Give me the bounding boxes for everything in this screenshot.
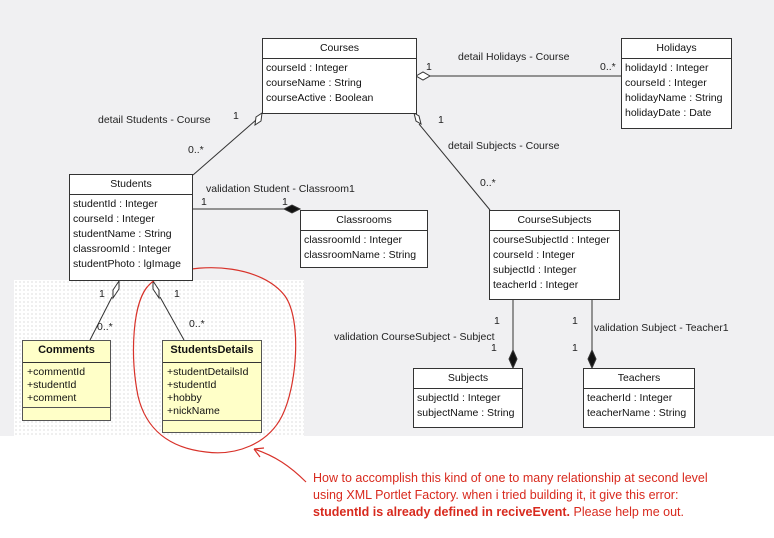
class-attribute: courseActive : Boolean xyxy=(266,92,374,104)
class-attribute: courseId : Integer xyxy=(493,249,575,261)
class-attribute: +hobby xyxy=(167,392,202,404)
class-teachers[interactable]: Teachers teacherId : Integer teacherName… xyxy=(583,368,695,428)
class-course-subjects[interactable]: CourseSubjects courseSubjectId : Integer… xyxy=(489,210,620,300)
class-students-details[interactable]: StudentsDetails +studentDetailsId +stude… xyxy=(162,340,262,433)
multiplicity-label: 1 xyxy=(438,114,444,126)
multiplicity-label: 1 xyxy=(282,196,288,208)
class-title: Comments xyxy=(23,341,110,363)
class-title: Subjects xyxy=(414,369,522,389)
class-attribute: +studentId xyxy=(27,379,77,391)
class-attribute: holidayName : String xyxy=(625,92,723,104)
composition-diamond-subject xyxy=(508,348,518,370)
class-attribute: teacherId : Integer xyxy=(587,392,673,404)
class-attribute: +studentDetailsId xyxy=(167,366,249,378)
red-arrow-line xyxy=(253,448,307,483)
class-attribute: subjectId : Integer xyxy=(417,392,501,404)
class-attribute: classroomName : String xyxy=(304,249,417,261)
note-line: using XML Portlet Factory. when i tried … xyxy=(313,488,679,502)
line-subjects-course xyxy=(418,123,491,211)
class-title: Classrooms xyxy=(301,211,427,231)
multiplicity-label: 1 xyxy=(491,342,497,354)
class-attribute: holidayDate : Date xyxy=(625,107,712,119)
error-message: studentId is already defined in reciveEv… xyxy=(313,505,571,519)
class-attribute: subjectName : String xyxy=(417,407,515,419)
multiplicity-label: 0..* xyxy=(189,318,205,330)
class-subjects[interactable]: Subjects subjectId : Integer subjectName… xyxy=(413,368,523,428)
note-line: studentId is already defined in reciveEv… xyxy=(313,504,708,521)
multiplicity-label: 0..* xyxy=(97,321,113,333)
class-attribute: courseId : Integer xyxy=(73,213,155,225)
aggregation-diamond-holidays xyxy=(414,71,432,81)
class-students[interactable]: Students studentId : Integer courseId : … xyxy=(69,174,193,281)
class-attribute: courseName : String xyxy=(266,77,362,89)
multiplicity-label: 1 xyxy=(99,288,105,300)
multiplicity-label: 1 xyxy=(572,315,578,327)
class-title: Teachers xyxy=(584,369,694,389)
class-attribute: courseId : Integer xyxy=(625,77,707,89)
class-title: StudentsDetails xyxy=(163,341,261,363)
class-attribute: +comment xyxy=(27,392,77,404)
class-title: Students xyxy=(70,175,192,195)
line-students-course xyxy=(192,119,257,176)
note-line-rest: Please help me out. xyxy=(570,505,685,519)
relation-label-subject-teacher: validation Subject - Teacher1 xyxy=(594,322,729,334)
composition-diamond-classroom xyxy=(282,204,302,214)
class-title: Courses xyxy=(263,39,416,59)
multiplicity-label: 0..* xyxy=(188,144,204,156)
line-student-comments xyxy=(89,296,113,341)
aggregation-diamond-subjects xyxy=(413,111,422,126)
relation-label-subjects-course: detail Subjects - Course xyxy=(448,140,560,152)
multiplicity-label: 1 xyxy=(572,342,578,354)
class-attribute: studentPhoto : lgImage xyxy=(73,258,181,270)
class-attribute: studentId : Integer xyxy=(73,198,158,210)
class-attribute: teacherId : Integer xyxy=(493,279,579,291)
aggregation-diamond-comments xyxy=(112,279,120,300)
class-attribute: subjectId : Integer xyxy=(493,264,577,276)
multiplicity-label: 0..* xyxy=(600,61,616,73)
class-title: Holidays xyxy=(622,39,731,59)
relation-label-students-course: detail Students - Course xyxy=(98,114,211,126)
multiplicity-label: 1 xyxy=(426,61,432,73)
class-attribute: +studentId xyxy=(167,379,217,391)
aggregation-diamond-students xyxy=(254,111,263,127)
line-student-details xyxy=(159,296,185,341)
note-line: How to accomplish this kind of one to ma… xyxy=(313,471,708,485)
class-attribute: courseId : Integer xyxy=(266,62,348,74)
class-attribute: +commentId xyxy=(27,366,86,378)
class-attribute: teacherName : String xyxy=(587,407,687,419)
class-courses[interactable]: Courses courseId : Integer courseName : … xyxy=(262,38,417,114)
question-note: How to accomplish this kind of one to ma… xyxy=(313,470,708,521)
class-attribute: studentName : String xyxy=(73,228,172,240)
relation-label-coursesubject-subject: validation CourseSubject - Subject xyxy=(334,331,495,343)
class-attribute: +nickName xyxy=(167,405,220,417)
class-attribute: classroomId : Integer xyxy=(73,243,172,255)
multiplicity-label: 1 xyxy=(494,315,500,327)
multiplicity-label: 1 xyxy=(233,110,239,122)
relation-label-holidays-course: detail Holidays - Course xyxy=(458,51,570,63)
class-title: CourseSubjects xyxy=(490,211,619,231)
multiplicity-label: 0..* xyxy=(480,177,496,189)
relation-label-student-classroom: validation Student - Classroom1 xyxy=(206,183,355,195)
composition-diamond-teacher xyxy=(587,348,597,370)
multiplicity-label: 1 xyxy=(201,196,207,208)
multiplicity-label: 1 xyxy=(174,288,180,300)
class-comments[interactable]: Comments +commentId +studentId +comment xyxy=(22,340,111,421)
red-highlight-circle xyxy=(132,267,297,454)
class-attribute: holidayId : Integer xyxy=(625,62,709,74)
class-attribute: courseSubjectId : Integer xyxy=(493,234,610,246)
red-arrow-head xyxy=(253,447,265,458)
class-attribute: classroomId : Integer xyxy=(304,234,403,246)
aggregation-diamond-details xyxy=(152,279,160,300)
class-holidays[interactable]: Holidays holidayId : Integer courseId : … xyxy=(621,38,732,129)
class-classrooms[interactable]: Classrooms classroomId : Integer classro… xyxy=(300,210,428,268)
